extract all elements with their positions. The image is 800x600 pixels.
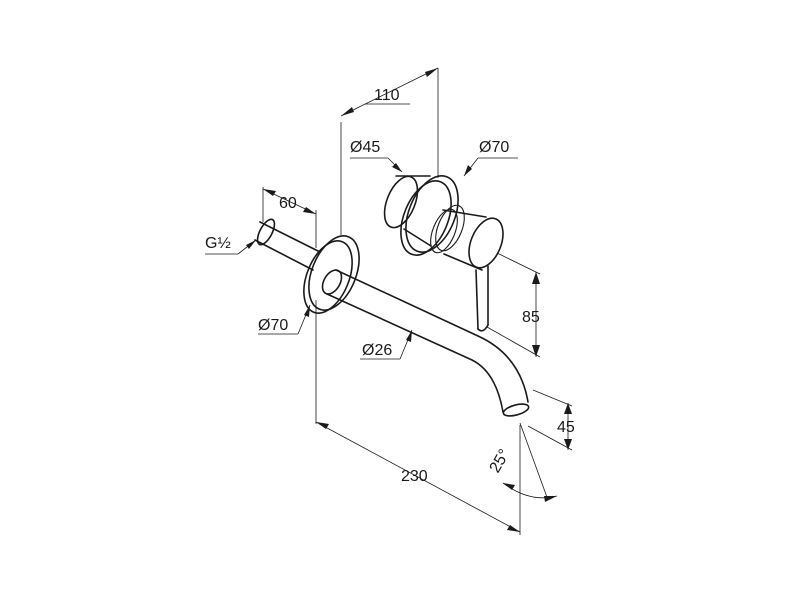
extension-lines	[262, 68, 573, 535]
dim-depth-60	[262, 188, 317, 215]
rear-knob	[383, 175, 432, 247]
dim-height-45	[564, 403, 572, 450]
mixer-rosette	[400, 175, 459, 256]
inlet-pipe	[254, 218, 321, 271]
dim-spout-rosette	[258, 304, 311, 335]
dim-angle	[502, 482, 558, 502]
label-mixer-rosette: Ø70	[479, 139, 509, 156]
spout-rosette	[303, 235, 360, 314]
dim-mixer-rosette	[463, 157, 518, 177]
spout	[321, 269, 530, 417]
label-projection-230: 230	[401, 468, 428, 485]
label-knob-small: Ø45	[350, 139, 380, 156]
label-height-85: 85	[522, 309, 540, 326]
label-depth-60: 60	[279, 195, 297, 212]
label-width-110: 110	[374, 87, 400, 104]
label-height-45: 45	[557, 419, 575, 436]
label-spout-rosette: Ø70	[258, 317, 288, 334]
label-spout: Ø26	[362, 342, 392, 359]
front-knob	[430, 204, 504, 271]
label-thread: G½	[205, 235, 231, 252]
dim-projection-230	[315, 421, 521, 533]
dim-knob-small	[350, 157, 403, 173]
dim-thread	[205, 239, 257, 255]
lever-handle	[475, 265, 489, 332]
dim-height-85	[532, 272, 540, 357]
dim-spout	[360, 329, 413, 360]
dim-width-110	[340, 67, 439, 117]
label-angle: 25°	[487, 446, 514, 475]
